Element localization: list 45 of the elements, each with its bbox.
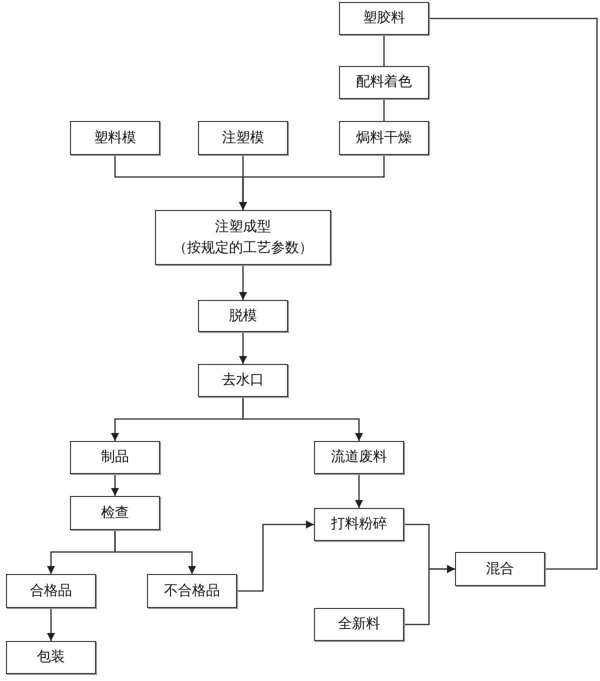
step-label: 焗料干燥 <box>356 128 412 148</box>
process-box <box>314 608 404 641</box>
step-label: 塑料模 <box>94 128 136 148</box>
step-label: 合格品 <box>30 582 72 600</box>
step-label: 注塑成型 <box>215 218 271 236</box>
process-box <box>339 121 429 155</box>
process-box <box>155 210 331 265</box>
connector-arrow <box>355 474 363 508</box>
process-box <box>6 574 96 608</box>
connector-arrow <box>111 474 119 496</box>
step-label: 配料着色 <box>356 73 412 92</box>
step-label: 注塑模 <box>222 128 264 148</box>
step-label: 混合 <box>486 560 514 578</box>
process-box <box>455 552 545 586</box>
connector-arrow <box>239 155 247 210</box>
process-box <box>198 364 288 397</box>
connector-arrow <box>114 530 196 574</box>
process-box <box>6 641 96 674</box>
process-box <box>147 574 237 608</box>
step-label: （按规定的工艺参数） <box>173 238 313 258</box>
step-label: 打料粉碎 <box>331 515 387 534</box>
step-label: 制品 <box>101 448 129 467</box>
step-label: 脱模 <box>229 306 257 326</box>
process-box <box>314 508 404 541</box>
process-box <box>314 441 404 474</box>
process-box <box>198 121 288 155</box>
step-label: 包装 <box>37 648 65 667</box>
step-label: 塑胶料 <box>363 9 405 28</box>
step-label: 检查 <box>101 504 129 522</box>
process-box <box>339 66 429 99</box>
process-box <box>70 441 160 474</box>
process-box <box>198 300 288 332</box>
process-box <box>70 496 160 530</box>
process-box <box>339 2 429 35</box>
connector-arrow <box>47 608 55 641</box>
connector-arrow <box>404 565 455 626</box>
connector-arrow <box>239 265 247 300</box>
connector-arrow <box>242 397 363 441</box>
connector-arrow <box>237 520 314 592</box>
process-box <box>70 121 160 155</box>
connector-arrow <box>239 332 247 364</box>
step-label: 流道废料 <box>331 448 387 467</box>
step-label: 全新料 <box>338 615 380 634</box>
step-label: 去水口 <box>222 371 264 390</box>
step-label: 不合格品 <box>164 582 220 600</box>
